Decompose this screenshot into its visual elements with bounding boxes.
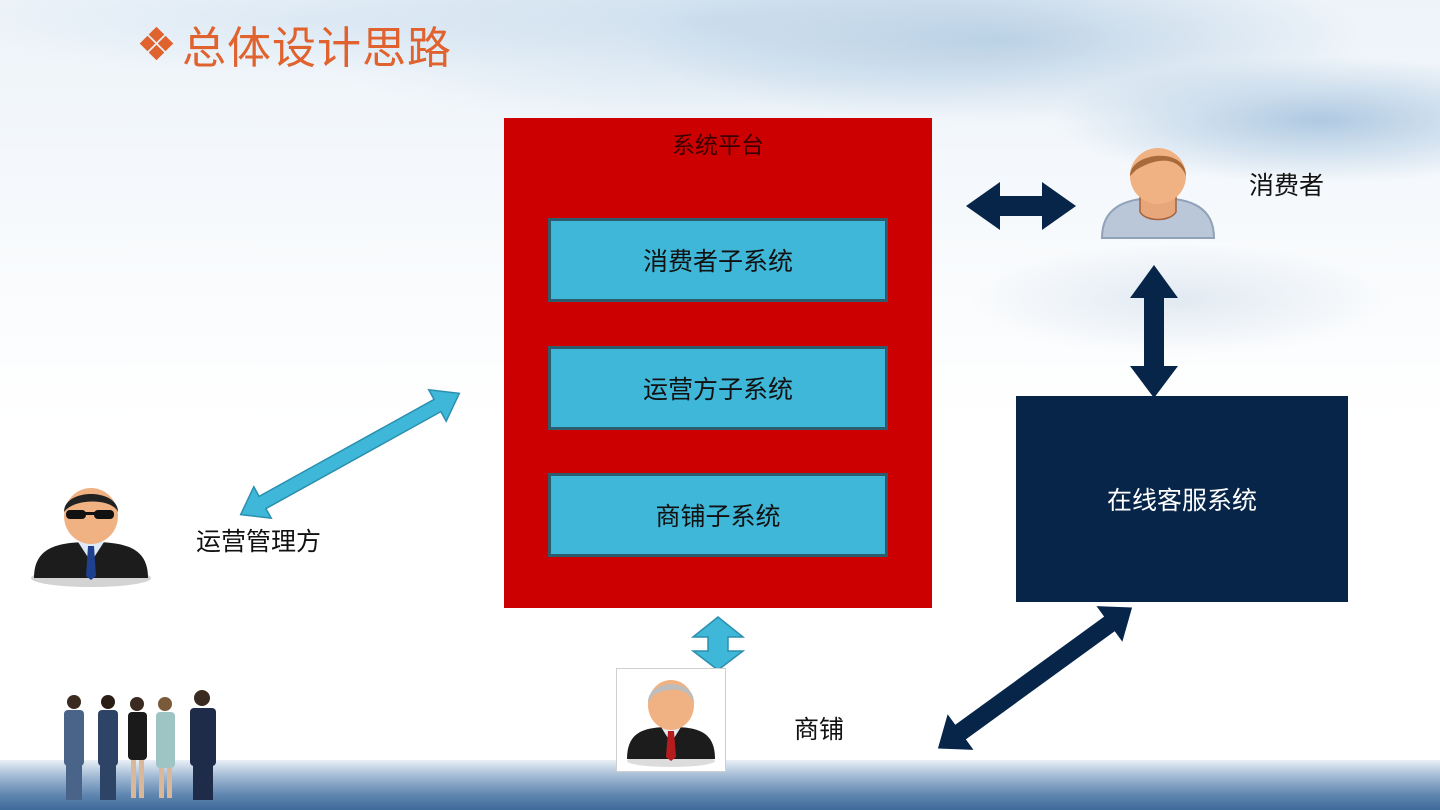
double-arrow-icon [1130, 265, 1178, 398]
double-arrow-icon [239, 388, 461, 520]
consumer-avatar-icon [1100, 148, 1216, 239]
online-service-label: 在线客服系统 [1106, 486, 1257, 515]
slide-title: 总体设计思路 [138, 14, 452, 74]
platform-title: 系统平台 [672, 133, 764, 159]
double-arrow-icon [966, 182, 1076, 230]
double-arrow-icon [690, 616, 746, 671]
operator-avatar-icon [31, 488, 151, 587]
consumer-subsystem-label: 消费者子系统 [642, 247, 793, 276]
slide-title-text: 总体设计思路 [182, 23, 452, 74]
online-service-box: 在线客服系统 [1016, 396, 1348, 602]
store-subsystem-label: 商铺子系统 [655, 502, 781, 531]
consumer-label: 消费者 [1249, 171, 1325, 200]
operator-subsystem-label: 运营方子系统 [642, 375, 793, 404]
store-label: 商铺 [794, 715, 845, 744]
system-platform-box: 系统平台 消费者子系统 运营方子系统 商铺子系统 [504, 118, 932, 608]
store-subsystem-box: 商铺子系统 [548, 473, 888, 557]
operator-label: 运营管理方 [196, 527, 322, 556]
consumer-subsystem-box: 消费者子系统 [548, 218, 888, 302]
store-avatar-frame [616, 668, 726, 772]
business-people-group-icon [64, 690, 216, 800]
operator-subsystem-box: 运营方子系统 [548, 346, 888, 430]
double-arrow-icon [937, 606, 1133, 750]
store-avatar-icon [627, 680, 715, 767]
